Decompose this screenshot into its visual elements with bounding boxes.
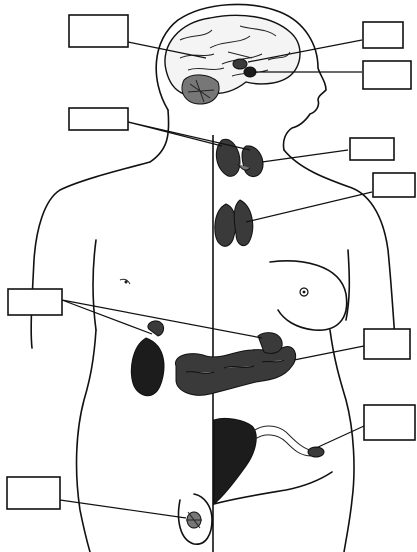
pancreas xyxy=(175,333,295,396)
arm-inner-left xyxy=(93,240,96,330)
label-box-abdomen-left[interactable] xyxy=(8,289,62,315)
label-box-abdomen-right[interactable] xyxy=(364,329,410,359)
label-box-brain-left[interactable] xyxy=(69,15,128,47)
label-box-brain-right-top[interactable] xyxy=(363,22,403,48)
waist-left xyxy=(77,330,96,552)
neck-back xyxy=(150,110,169,162)
waist-right xyxy=(330,330,354,552)
label-box-neck-left[interactable] xyxy=(69,108,128,130)
label-box-pelvis-right[interactable] xyxy=(364,405,415,440)
thyroid-gland xyxy=(216,139,263,176)
label-box-groin-left[interactable] xyxy=(7,477,60,509)
female-breast xyxy=(270,261,347,330)
hypothalamus xyxy=(233,59,247,69)
brain xyxy=(165,15,300,104)
label-box-brain-right-bottom[interactable] xyxy=(363,61,411,89)
ovary-uterus xyxy=(214,418,324,504)
thymus-gland xyxy=(215,200,253,246)
torso-left-outline xyxy=(31,162,150,348)
ovary xyxy=(308,447,324,457)
label-box-chest-right[interactable] xyxy=(373,173,415,197)
label-box-neck-right[interactable] xyxy=(350,138,394,160)
testis xyxy=(179,494,212,544)
cerebellum xyxy=(182,75,219,104)
